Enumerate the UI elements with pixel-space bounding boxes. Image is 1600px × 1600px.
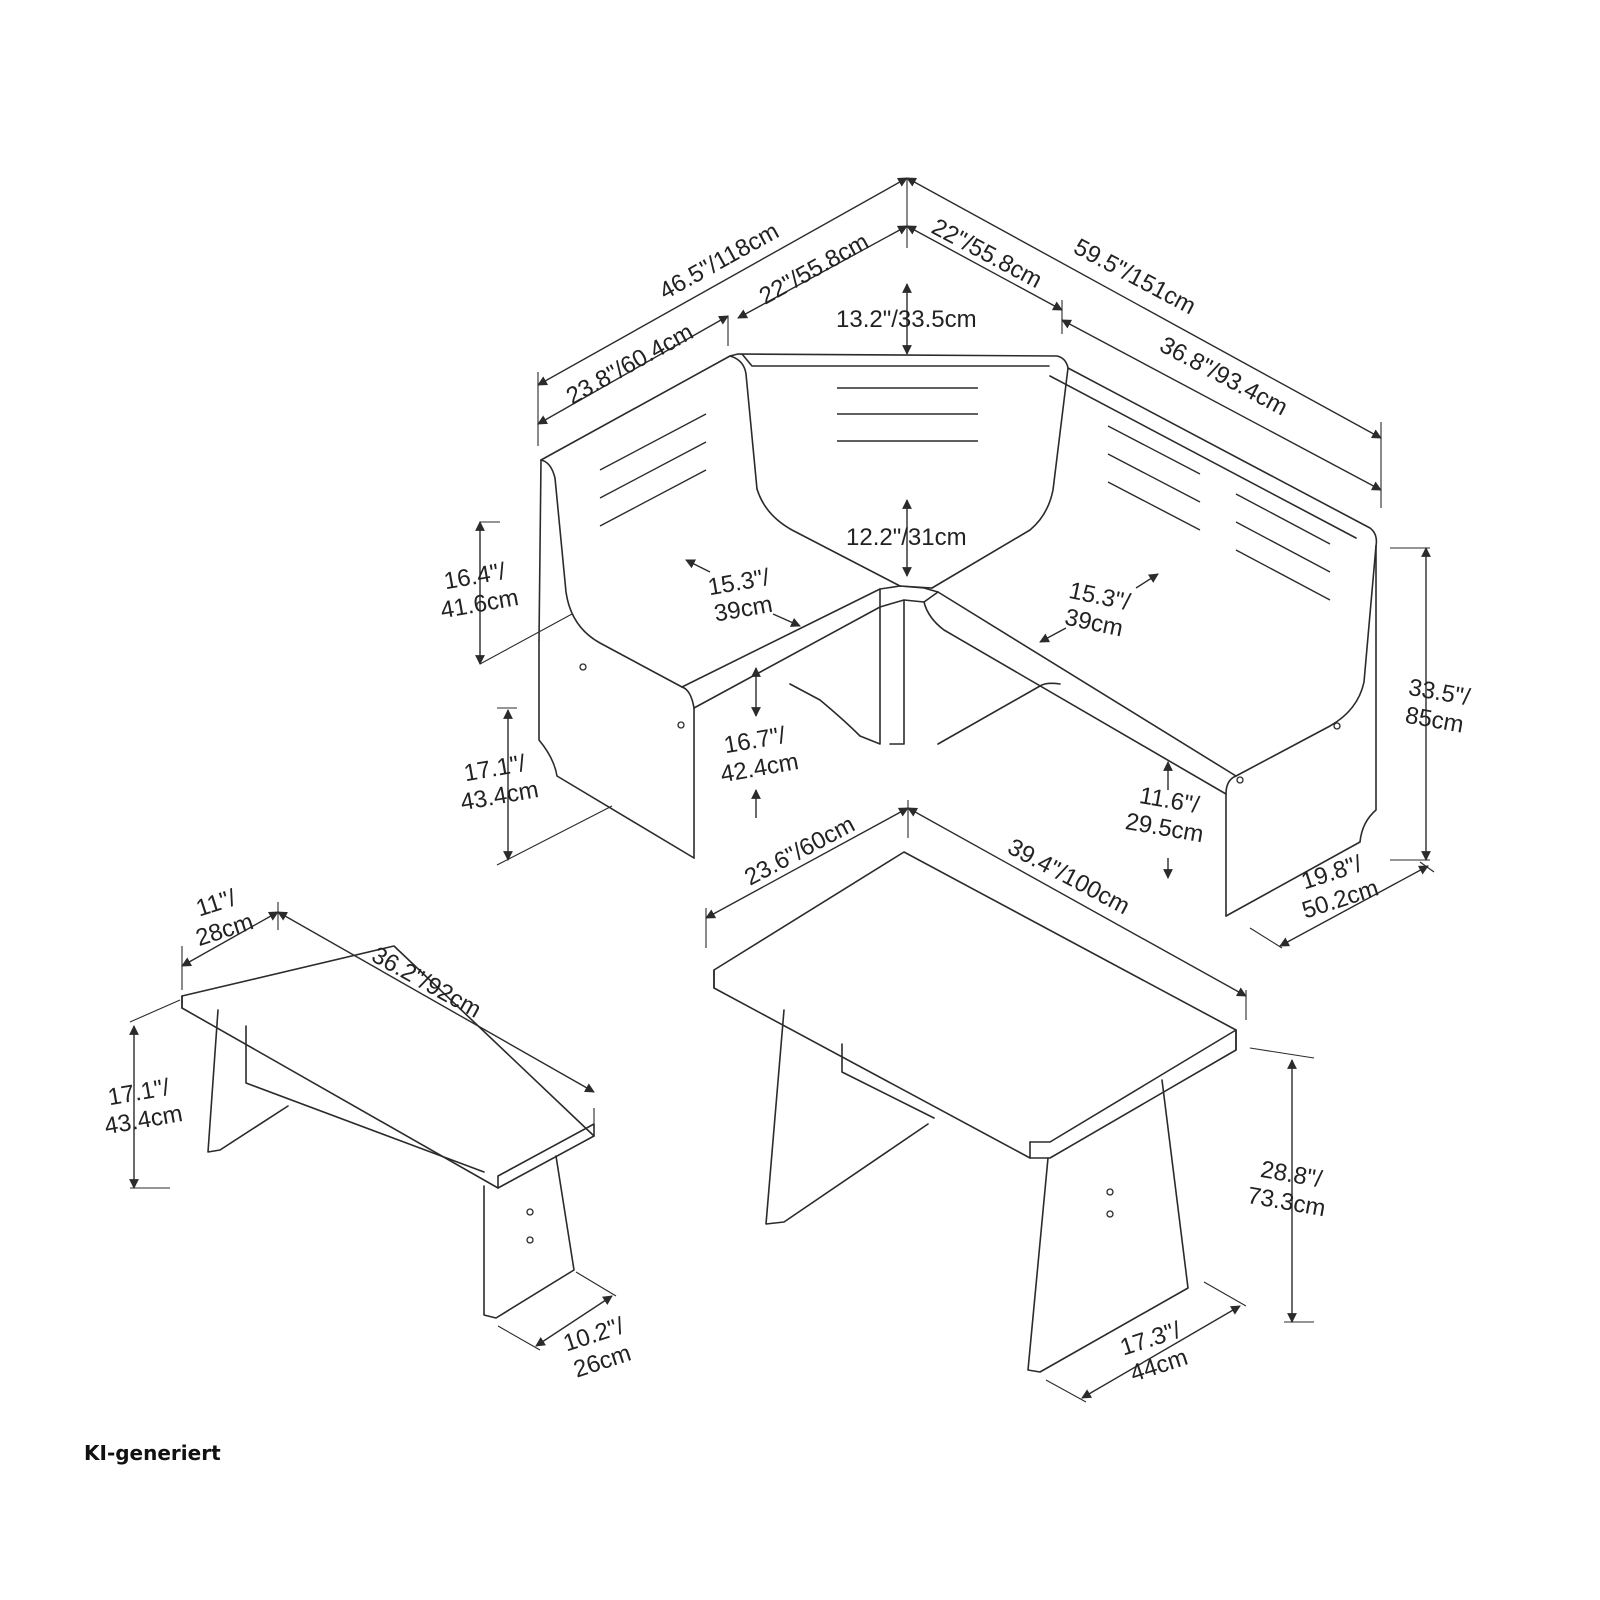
bench-dimensions xyxy=(129,902,617,1351)
right-back-slots xyxy=(1107,425,1331,601)
dim-left-back: 23.8"/60.4cm xyxy=(562,318,698,410)
table-dim-width: 23.6"/60cm xyxy=(740,811,859,891)
bench: 11"/ 28cm 36.2"/92cm 17.1"/ 43.4cm 10.2"… xyxy=(102,884,634,1383)
table-dim-length: 39.4"/100cm xyxy=(1003,833,1134,920)
right-bench-back xyxy=(1049,367,1378,777)
dim-corner-seat-depth: 12.2"/31cm xyxy=(846,524,967,551)
dim-corner-back-depth: 13.2"/33.5cm xyxy=(836,306,977,333)
right-bench-seat xyxy=(923,545,1377,917)
dim-right-back: 36.8"/93.4cm xyxy=(1155,331,1292,421)
table-dimensions xyxy=(705,800,1315,1403)
dim-corner-right: 22"/55.8cm xyxy=(927,213,1046,293)
bench-dim-length: 36.2"/92cm xyxy=(367,942,486,1024)
left-bench-seat xyxy=(538,588,881,859)
table: 23.6"/60cm 39.4"/100cm 28.8"/ 73.3cm 17.… xyxy=(705,800,1328,1403)
corner-bench-dimensions xyxy=(475,177,1435,949)
corner-back xyxy=(729,353,1069,589)
corner-seat xyxy=(879,585,939,745)
left-back-slots xyxy=(599,413,707,527)
ai-generated-note: KI-generiert xyxy=(84,1441,221,1465)
dim-total-right: 59.5"/151cm xyxy=(1069,233,1200,320)
